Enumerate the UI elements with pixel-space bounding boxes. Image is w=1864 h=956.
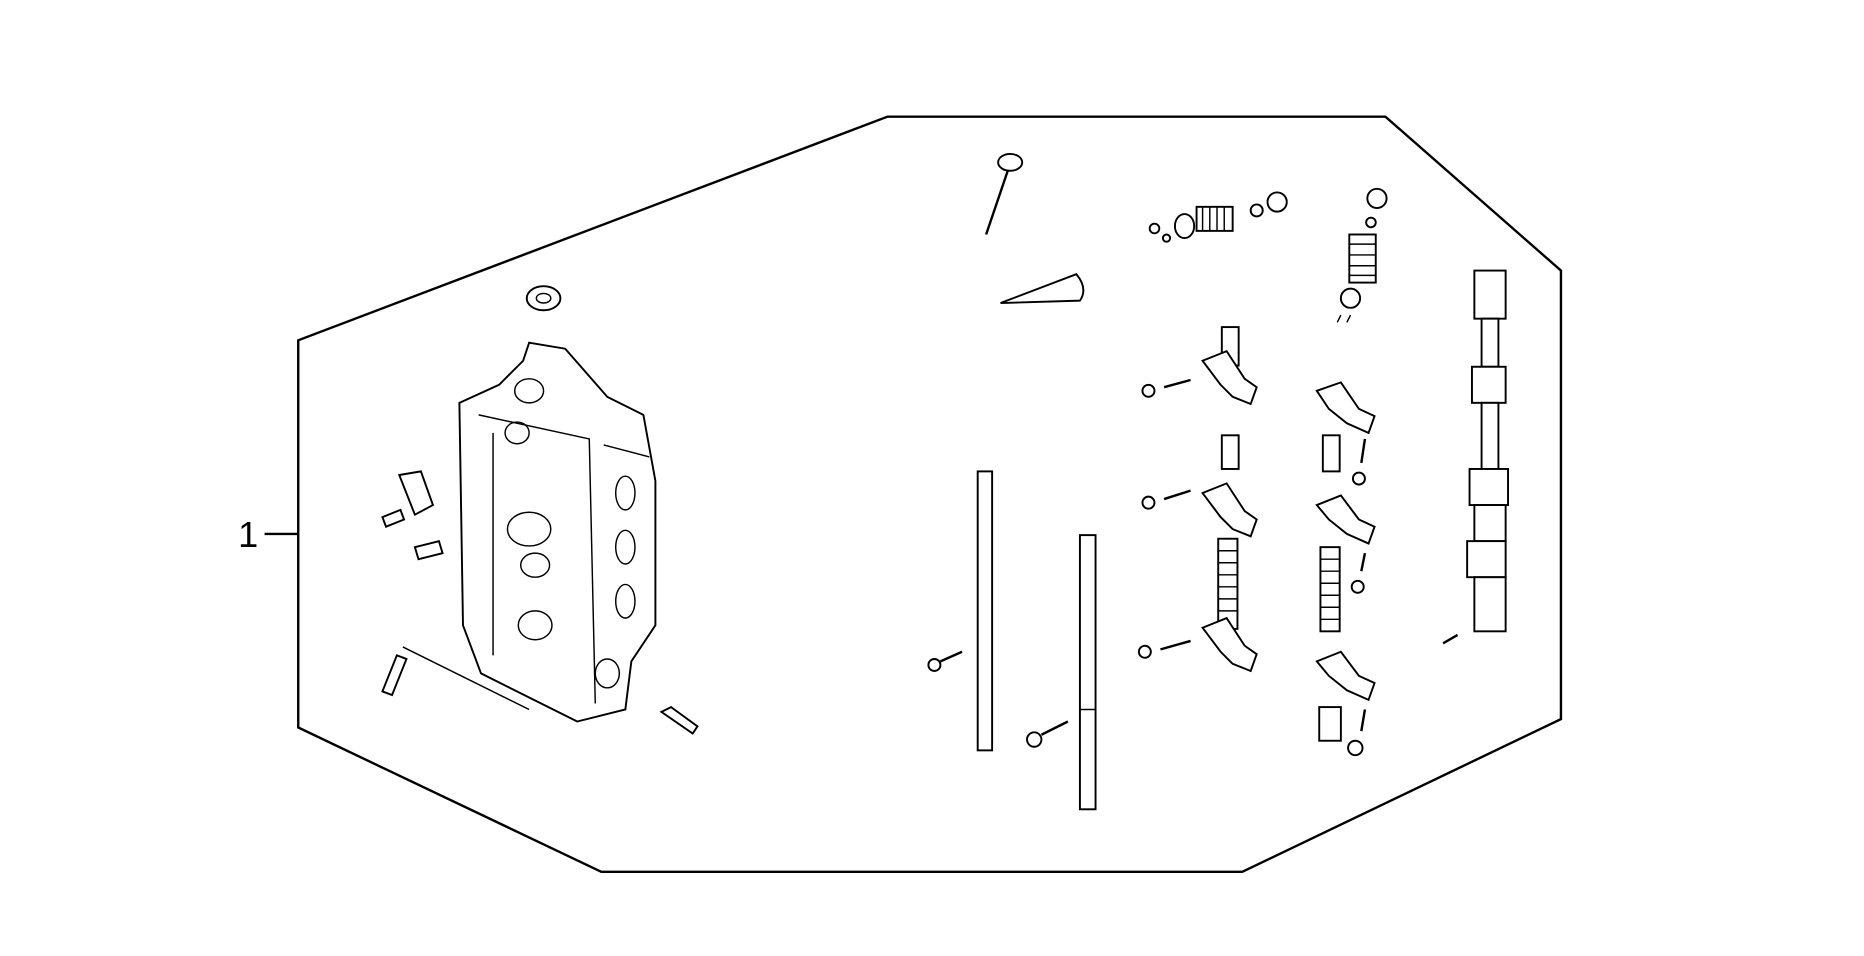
callout-1[interactable]: 1 [238,514,299,555]
part-outline [1201,482,1258,538]
part-outline [659,705,699,735]
part-outline [1078,534,1097,811]
part-outline [1339,287,1362,309]
part-outline [1473,504,1507,543]
part-outline [1173,213,1196,240]
part-outline [1480,317,1500,368]
valve-springs[interactable] [1148,187,1388,323]
part-outline [1315,381,1376,435]
camshaft[interactable] [1442,269,1509,645]
part-outline [1319,546,1341,633]
part-outline [1366,187,1388,209]
part-outline [1360,438,1367,464]
part-outline [525,285,562,312]
part-outline [1347,739,1364,757]
part-outline [1321,434,1341,473]
part-outline [397,470,435,517]
part-outline [1201,349,1258,406]
part-outline [1141,383,1156,398]
part-outline [381,654,408,697]
part-outline [1218,550,1238,612]
part-outline [927,658,942,672]
part-outline [1141,495,1156,510]
part-outline [1480,401,1500,470]
callout-number[interactable]: 1 [238,514,258,555]
part-outline [413,539,444,561]
part-outline [1163,489,1191,501]
part-outline [1137,644,1152,659]
part-outline [506,511,552,547]
part-outline [402,646,530,711]
part-outline [1201,616,1258,673]
part-outline [1040,720,1069,736]
part-outline [984,170,1009,235]
part-outline [1351,471,1366,486]
part-outline [614,475,636,511]
part-outline [1466,540,1507,579]
part-outline [1348,233,1377,284]
part-outline [1320,558,1340,621]
part-outline [1148,222,1161,235]
part-outline [614,529,636,565]
part-outline [504,421,530,445]
part-outline [1360,709,1367,732]
part-outline [458,341,657,723]
part-outline [1266,191,1288,213]
valves[interactable] [984,152,1085,304]
part-outline [1360,552,1367,572]
part-outline [1315,494,1376,545]
part-outline [1442,633,1459,645]
part-outline [513,378,545,404]
rocker-shafts[interactable] [927,470,1097,811]
part-outline [939,650,963,663]
part-outline [1365,216,1377,229]
cylinder-head[interactable] [381,285,699,735]
part-outline [614,583,636,619]
part-outline [1000,273,1085,304]
part-outline [519,552,551,578]
part-outline [517,610,553,641]
part-outline [1315,650,1376,702]
part-outline [976,470,994,752]
part-outline [997,152,1024,172]
part-outline [1217,537,1239,630]
part-outline [1318,706,1342,742]
part-outline [535,292,552,304]
rocker-arms[interactable] [1137,326,1376,757]
part-outline [381,508,406,528]
part-outline [1163,378,1191,389]
part-outline [1161,233,1172,243]
part-outline [1470,365,1507,404]
part-outline [1201,206,1225,231]
part-outline [1336,314,1352,323]
part-outline [1026,731,1043,748]
part-outline [594,658,621,689]
part-outline [1220,434,1240,470]
part-outline [1249,203,1264,218]
part-outline [1473,576,1507,633]
part-outline [1349,243,1376,277]
part-outline [1350,579,1365,594]
part-outline [1468,468,1509,507]
assembly-boundary [297,115,1563,874]
part-outline [1160,639,1191,651]
part-outline [1473,269,1507,320]
